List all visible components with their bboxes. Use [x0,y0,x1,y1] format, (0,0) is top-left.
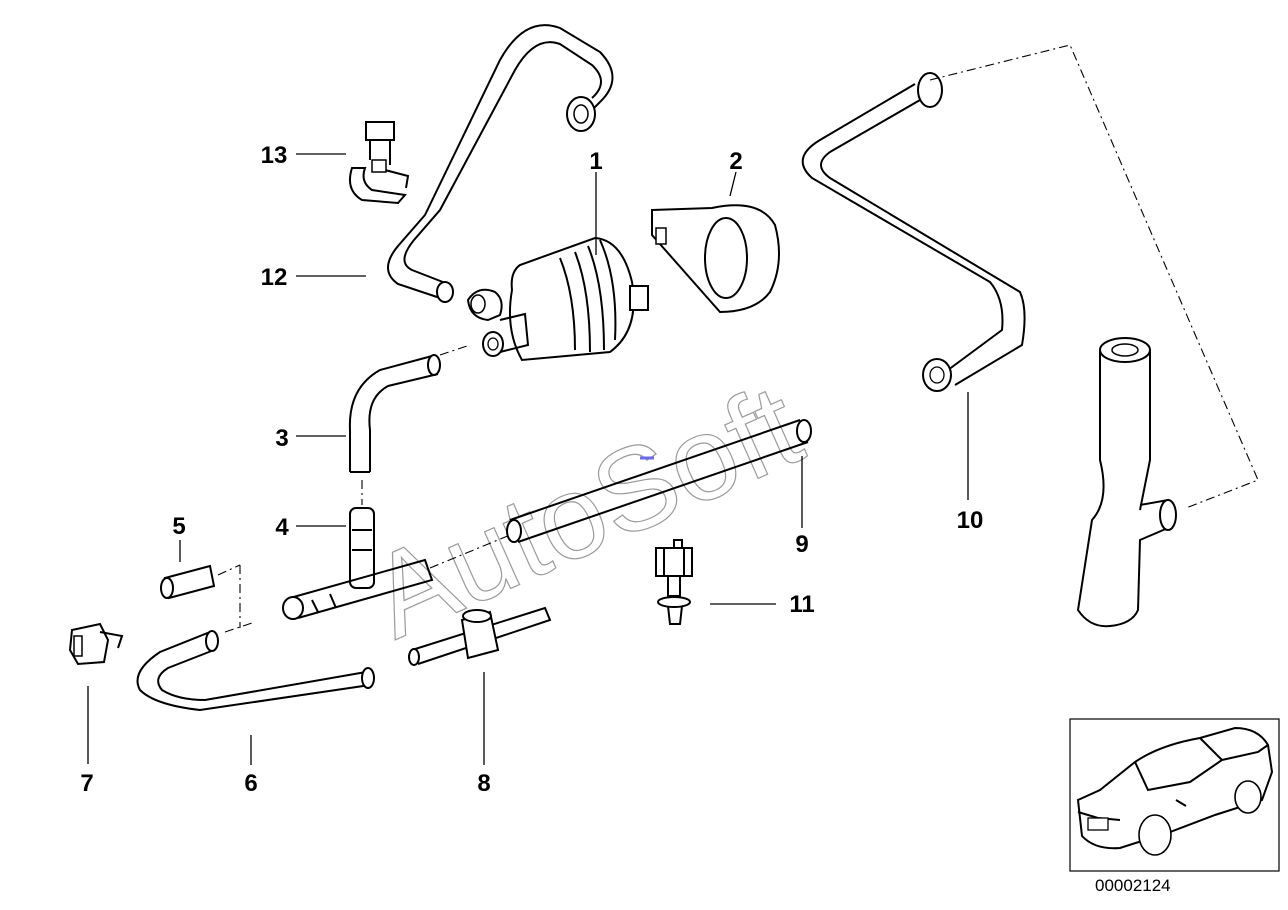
hose-part-6[interactable] [136,630,375,712]
tube-part-9[interactable] [506,419,812,543]
callout-4: 4 [275,514,289,541]
callout-12: 12 [261,264,288,291]
callout-1: 1 [589,148,602,175]
washer-pump-part-1[interactable] [466,236,649,362]
callout-8: 8 [477,770,490,797]
callout-10: 10 [957,507,984,534]
car-thumbnail [1069,718,1280,872]
clamp-part-13[interactable] [349,121,410,205]
watermark: AutoSoft [352,359,819,664]
callout-3: 3 [275,425,288,452]
callout-7: 7 [80,770,93,797]
hose-part-12[interactable] [387,24,614,303]
assembly-lines [217,44,1259,633]
leader-lines [87,153,969,765]
hose-part-10[interactable] [801,72,1026,392]
push-clip-part-11[interactable] [655,539,693,625]
callout-9: 9 [795,531,808,558]
callout-11: 11 [789,591,814,618]
rubber-mount-part-2[interactable] [651,204,780,314]
valve-part-8[interactable] [408,606,552,666]
callout-6: 6 [244,770,257,797]
hose-part-3[interactable] [348,354,441,473]
hose-piece-part-5[interactable] [160,564,216,600]
callout-5: 5 [172,513,185,540]
callout-2: 2 [729,148,742,175]
reference-number: 00002124 [1095,876,1171,895]
clip-part-7[interactable] [68,622,124,666]
callout-13: 13 [261,142,288,169]
hose-detail-view [1076,337,1177,628]
t-connector-part-4[interactable] [282,507,434,620]
